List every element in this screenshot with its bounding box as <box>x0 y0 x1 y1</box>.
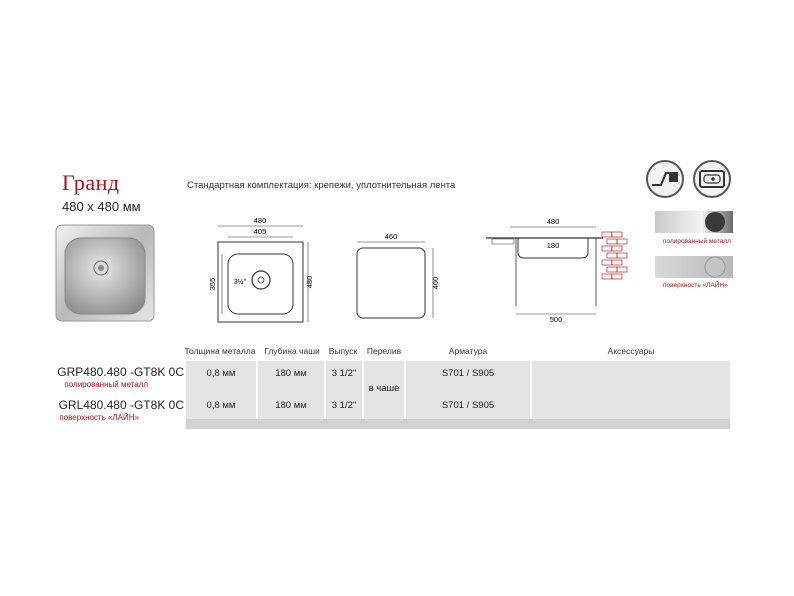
column-overflow <box>364 361 404 429</box>
section-drawing: 480 180 500 <box>486 217 628 324</box>
sink-shape-icon <box>693 160 731 198</box>
top-view-drawing: 480 405 355 480 3½" <box>208 216 313 323</box>
overflow-value: в чаше <box>368 383 400 394</box>
product-finish: поверхность «ЛАЙН» <box>59 413 139 422</box>
row2-thickness: 0,8 мм <box>206 400 236 411</box>
kit-note: Стандартная комплектация: крепежи, уплот… <box>187 180 456 191</box>
cutout-drawing: 460 460 <box>356 232 440 319</box>
dim-drain: 3½" <box>234 278 247 286</box>
column-accessories <box>532 361 730 429</box>
header-depth: Глубина чаши <box>264 346 320 356</box>
table-bottom-band <box>186 419 730 429</box>
dim-section-cabinet: 500 <box>550 315 563 324</box>
dim-width-outer: 480 <box>254 216 267 225</box>
column-fittings <box>406 361 530 429</box>
column-depth <box>258 361 324 429</box>
row1-fittings: S701 / S905 <box>441 368 495 379</box>
product-code: GRP480.480 -GT8K 0C <box>57 365 184 379</box>
dim-height-outer: 480 <box>305 276 313 289</box>
header-overflow: Перелив <box>366 346 402 356</box>
row2-depth: 180 мм <box>275 400 307 411</box>
product-title: Гранд <box>62 170 120 195</box>
product-finish: полированный металл <box>64 380 148 389</box>
column-outlet <box>326 361 362 429</box>
header-fittings: Арматура <box>448 346 488 356</box>
dim-section-depth: 180 <box>547 241 560 250</box>
line-finish-swatch <box>655 256 733 278</box>
header-outlet: Выпуск <box>328 346 358 356</box>
dim-width-inner: 405 <box>254 227 267 236</box>
flush-mount-icon <box>646 160 684 198</box>
header-accessories: Аксессуары <box>607 346 655 356</box>
sink-photo <box>55 224 155 322</box>
polished-metal-swatch <box>655 211 733 233</box>
dim-height-inner: 355 <box>208 278 217 291</box>
product-code: GRL480.480 -GT8K 0C <box>58 398 184 412</box>
column-thickness <box>186 361 256 429</box>
row2-fittings: S701 / S905 <box>441 400 495 411</box>
header-thickness: Толщина металла <box>184 346 256 356</box>
row1-depth: 180 мм <box>275 368 307 379</box>
product-size: 480 x 480 мм <box>62 199 141 214</box>
dim-cutout-height: 460 <box>431 277 440 290</box>
row1-thickness: 0,8 мм <box>206 368 236 379</box>
row1-outlet: 3 1/2" <box>331 368 357 379</box>
finish-label-line: поверхность «ЛАЙН» <box>663 282 728 289</box>
row2-outlet: 3 1/2" <box>331 400 357 411</box>
finish-label-polished: полированный металл <box>663 238 731 245</box>
dim-section-width: 480 <box>547 217 560 226</box>
dim-cutout-width: 460 <box>385 232 398 241</box>
